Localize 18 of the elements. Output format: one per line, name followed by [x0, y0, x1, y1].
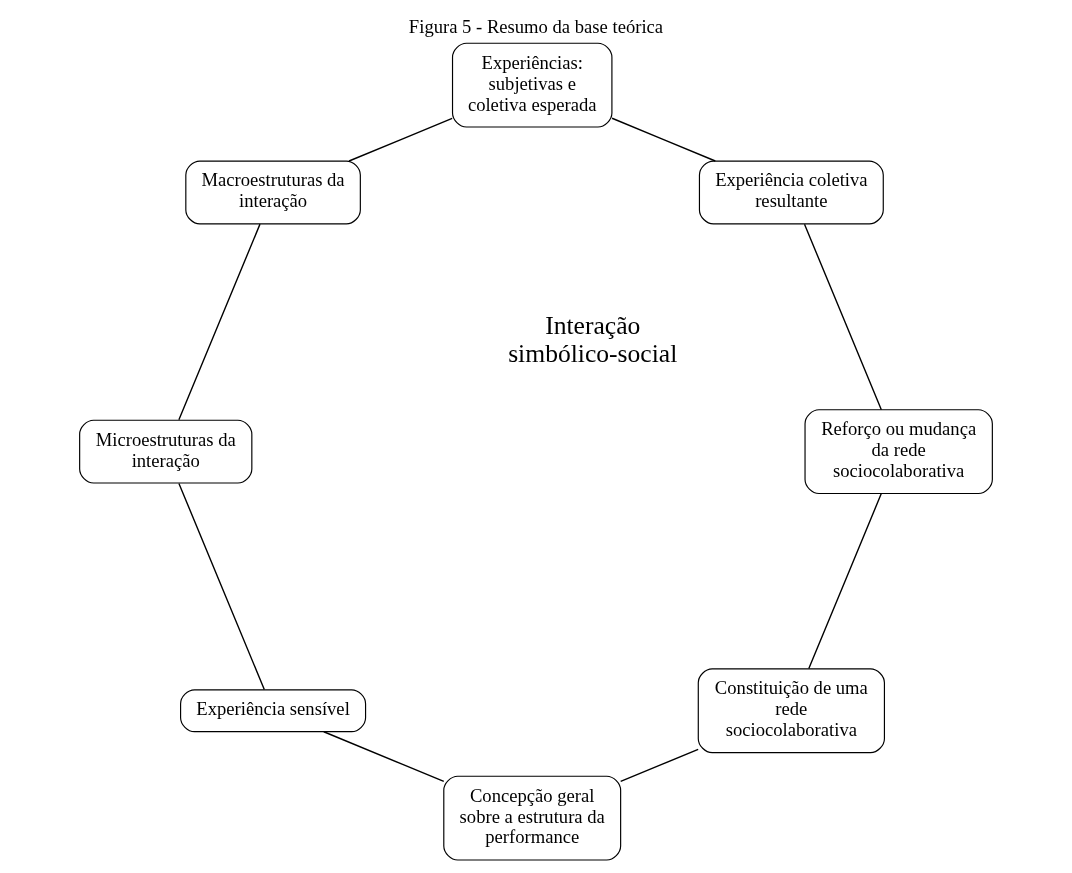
node-box: Experiências: subjetivas e coletiva esperada: [451, 42, 613, 128]
node-box: Macroestruturas da interação: [185, 160, 361, 225]
node-box: Constituição de uma rede sociocolaborativa: [697, 668, 885, 754]
connector: [348, 117, 453, 162]
connector: [323, 731, 445, 783]
connector: [808, 493, 882, 670]
connector: [619, 748, 699, 783]
label: Interação simbólico-social: [508, 310, 678, 368]
diagram-title: Figura 5 - Resumo da base teórica: [408, 15, 664, 37]
node-box: Microestruturas da interação: [79, 419, 253, 484]
node-box: Concepção geral sobre a estrutura da performance: [443, 775, 622, 861]
node-box: Experiência coletiva resultante: [698, 160, 884, 225]
connector: [611, 117, 716, 162]
connector: [803, 223, 883, 411]
node-box: Experiência sensível: [180, 689, 367, 733]
connector: [178, 482, 265, 691]
node-box: Reforço ou mudança da rede sociocolaborativa: [804, 409, 993, 495]
connector: [178, 223, 261, 421]
